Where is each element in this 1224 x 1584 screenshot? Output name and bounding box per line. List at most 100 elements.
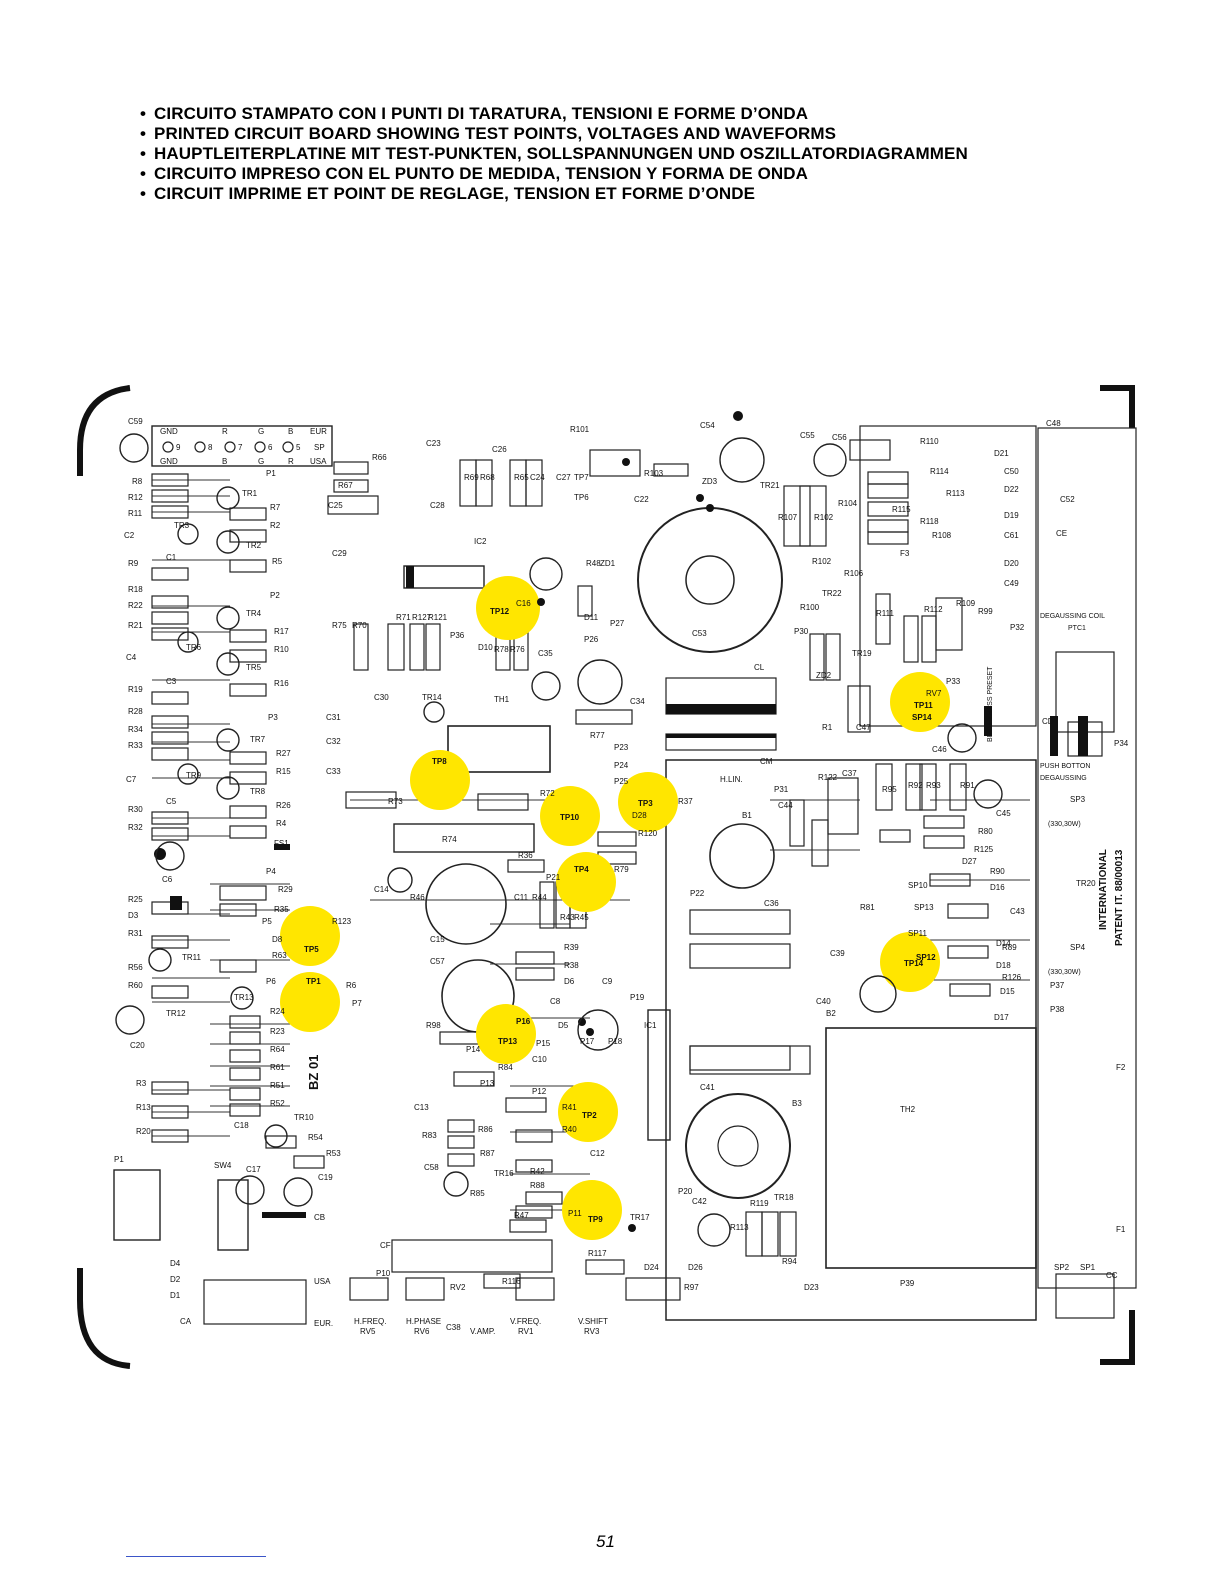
label-tr4: TR4 — [246, 609, 262, 618]
transistors — [115, 433, 1003, 1247]
label-p11: P11 — [568, 1209, 582, 1218]
footer-rule — [126, 1556, 266, 1557]
label-p18: P18 — [608, 1037, 623, 1046]
label-sw4: SW4 — [214, 1161, 232, 1170]
conn-row2-6: 6 — [268, 443, 273, 452]
label-r75: R75 — [332, 621, 347, 630]
label-r123: R123 — [332, 917, 352, 926]
label-c11: C11 — [514, 893, 529, 902]
label-r52: R52 — [270, 1099, 285, 1108]
flyback-core — [685, 555, 735, 605]
label-c10: C10 — [532, 1055, 547, 1064]
label-c27: C27 — [556, 473, 571, 482]
patent-line-2: PATENT IT. 88/00013 — [1114, 849, 1125, 946]
label-r113b: R113 — [730, 1223, 749, 1232]
label-tr5: TR5 — [246, 663, 262, 672]
label-c47: C47 — [856, 723, 871, 732]
board-id-label: BZ 01 — [306, 1055, 321, 1090]
label-r110: R110 — [920, 437, 939, 446]
label-p34: P34 — [1114, 739, 1129, 748]
label-p17: P17 — [580, 1037, 595, 1046]
control-hphase-ref: RV6 — [414, 1327, 430, 1336]
label-c26: C26 — [492, 445, 507, 454]
control-vfreq-name: V.FREQ. — [510, 1317, 541, 1326]
label-r109: R109 — [956, 599, 976, 608]
label-r36: R36 — [518, 851, 533, 860]
label-r32: R32 — [128, 823, 143, 832]
sp14-label: SP14 — [912, 713, 932, 722]
corner-bracket-bottom-left — [77, 1268, 131, 1369]
b1-coil — [709, 823, 775, 889]
label-sp2: SP2 — [1054, 1263, 1070, 1272]
b3-coil — [685, 1093, 791, 1199]
label-c52: C52 — [1060, 495, 1075, 504]
label-c46: C46 — [932, 745, 947, 754]
label-c40: C40 — [816, 997, 831, 1006]
label-d28: D28 — [632, 811, 647, 820]
label-tr11: TR11 — [182, 953, 202, 962]
black-marks — [154, 411, 1088, 1232]
label-r127: R127 — [412, 613, 432, 622]
label-r102b: R102 — [812, 557, 832, 566]
p16-label: P16 — [516, 1017, 531, 1026]
rating-label-2: (330,30W) — [1048, 969, 1081, 976]
control-vfreq-ref: RV1 — [518, 1327, 534, 1336]
label-d11: D11 — [584, 613, 599, 622]
label-cl: CL — [754, 663, 765, 672]
label-c41: C41 — [700, 1083, 715, 1092]
conn-row1-eur: EUR — [310, 427, 327, 436]
label-r106: R106 — [844, 569, 864, 578]
conn-row3-g: G — [258, 457, 264, 466]
control-vshift-ref: RV3 — [584, 1327, 600, 1336]
label-r1: R1 — [822, 723, 833, 732]
label-c14: C14 — [374, 885, 389, 894]
cm-bar — [666, 734, 776, 738]
conn-row2-9: 9 — [176, 443, 181, 452]
label-sp1: SP1 — [1080, 1263, 1096, 1272]
connector-block — [151, 425, 333, 467]
label-r121: R121 — [428, 613, 448, 622]
highlight-tp4 — [556, 852, 616, 912]
b3-core — [717, 1125, 759, 1167]
label-r45: R45 — [574, 913, 589, 922]
label-sp13: SP13 — [914, 903, 934, 912]
corner-bracket-bottom-right — [1100, 1310, 1135, 1365]
label-c29: C29 — [332, 549, 347, 558]
label-r97: R97 — [684, 1283, 699, 1292]
label-r21: R21 — [128, 621, 143, 630]
label-c56: C56 — [832, 433, 847, 442]
label-r19: R19 — [128, 685, 143, 694]
corner-bracket-top-left — [77, 385, 131, 476]
label-c61: C61 — [1004, 531, 1019, 540]
label-p25: P25 — [614, 777, 629, 786]
label-c33: C33 — [326, 767, 341, 776]
label-tr7: TR7 — [250, 735, 266, 744]
label-c36: C36 — [764, 899, 779, 908]
label-c3: C3 — [166, 677, 177, 686]
highlight-tp1 — [280, 972, 340, 1032]
label-r79: R79 — [614, 865, 629, 874]
label-r69: R69 — [464, 473, 479, 482]
conn-row2-sp: SP — [314, 443, 325, 452]
label-c19: C19 — [318, 1173, 333, 1182]
heading-italian: CIRCUITO STAMPATO CON I PUNTI DI TARATUR… — [140, 104, 968, 124]
label-tp6: TP6 — [574, 493, 589, 502]
label-r99: R99 — [978, 607, 993, 616]
conn-row2-7: 7 — [238, 443, 243, 452]
pcb-diagram: C59 R8 R12 R11 TR1 R7 R2 TR3 C2 C1 TR2 R… — [77, 385, 1137, 1369]
control-vshift-name: V.SHIFT — [578, 1317, 608, 1326]
label-r126: R126 — [1002, 973, 1022, 982]
label-zd2: ZD2 — [816, 671, 832, 680]
label-tr20: TR20 — [1076, 879, 1096, 888]
label-th2: TH2 — [900, 1105, 916, 1114]
right-aux-board — [1037, 427, 1137, 1289]
label-r100: R100 — [800, 603, 820, 612]
label-r72: R72 — [540, 789, 555, 798]
label-c5: C5 — [166, 797, 177, 806]
conn-row2-5: 5 — [296, 443, 301, 452]
highlight-tp11 — [890, 672, 950, 732]
label-tp7: TP7 — [574, 473, 589, 482]
label-p19: P19 — [630, 993, 645, 1002]
label-c39: C39 — [830, 949, 845, 958]
tp4-label: TP4 — [574, 865, 589, 874]
